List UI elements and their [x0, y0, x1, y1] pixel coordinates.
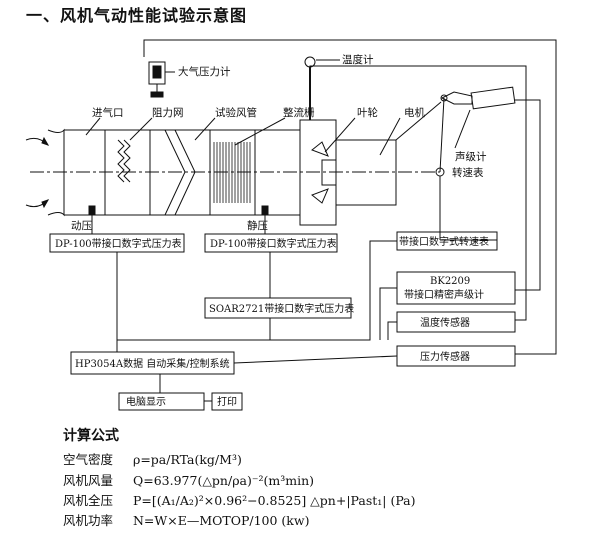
- formula-row: 风机全压 P=[(A₁/A₂)²×0.96²−0.8525] △pn+|Past…: [63, 490, 416, 509]
- bk-model-label: BK2209: [430, 276, 470, 287]
- barometer: [148, 61, 175, 98]
- formula-name: 风机全压: [63, 493, 114, 508]
- formula-row: 风机风量 Q=63.977(△pn/ρa)⁻²(m³min): [63, 470, 314, 489]
- tach-meter-label: 带接口数字式转速表: [399, 235, 489, 248]
- calc-title: 计算公式: [63, 428, 119, 444]
- static-pressure-label: 静压: [247, 219, 268, 232]
- dp-meter-2-label: DP-100带接口数字式压力表: [210, 237, 337, 250]
- daq-label: HP3054A数据 自动采集/控制系统: [75, 357, 230, 370]
- damper-mesh: [117, 139, 131, 183]
- straightener-label: 整流栅: [283, 106, 315, 119]
- dynamic-pressure-label: 动压: [71, 220, 92, 232]
- sound-meter-label: 声级计: [455, 150, 487, 163]
- formula-name: 空气密度: [63, 452, 114, 467]
- sound-level-meter: [440, 86, 516, 110]
- dp-meter-2: [204, 233, 338, 253]
- bk-desc-label: 带接口精密声级计: [404, 288, 484, 301]
- damper-label: 阻力网: [152, 106, 184, 119]
- impeller-label: 叶轮: [357, 106, 378, 119]
- formula-text: N=W×E—MOTOP/100 (kw): [132, 513, 310, 528]
- printer-label: 打印: [217, 395, 237, 408]
- motor-label: 电机: [404, 106, 425, 119]
- formula-text: Q=63.977(△pn/ρa)⁻²(m³min): [132, 473, 315, 488]
- thermometer-label: 温度计: [342, 53, 374, 66]
- formula-text: ρ=pa/RTa(kg/M³): [132, 452, 242, 467]
- inlet-label: 进气口: [92, 106, 124, 119]
- soar-meter: [204, 297, 352, 319]
- pressure-sensor-label: 压力传感器: [420, 350, 470, 363]
- thermometer: [304, 56, 316, 120]
- duct-label: 试验风管: [215, 106, 257, 119]
- temp-sensor-label: 温度传感器: [420, 316, 470, 329]
- barometer-label: 大气压力计: [178, 65, 231, 78]
- test-schematic: 大气压力计 温度计: [25, 39, 557, 411]
- formula-row: 风机功率 N=W×E—MOTOP/100 (kw): [63, 510, 309, 529]
- formula-name: 风机功率: [63, 513, 114, 528]
- tach-label: 转速表: [452, 166, 484, 179]
- formula-row: 空气密度 ρ=pa/RTa(kg/M³): [63, 449, 242, 468]
- page-title: 一、风机气动性能试验示意图: [26, 6, 248, 25]
- dp-meter-1-label: DP-100带接口数字式压力表: [55, 237, 182, 250]
- formula-name: 风机风量: [63, 473, 114, 488]
- soar-meter-label: SOAR2721带接口数字式压力表: [209, 302, 354, 315]
- pc-display-label: 电脑显示: [126, 395, 166, 408]
- formula-text: P=[(A₁/A₂)²×0.96²−0.8525] △pn+|Past₁| (P…: [132, 493, 416, 508]
